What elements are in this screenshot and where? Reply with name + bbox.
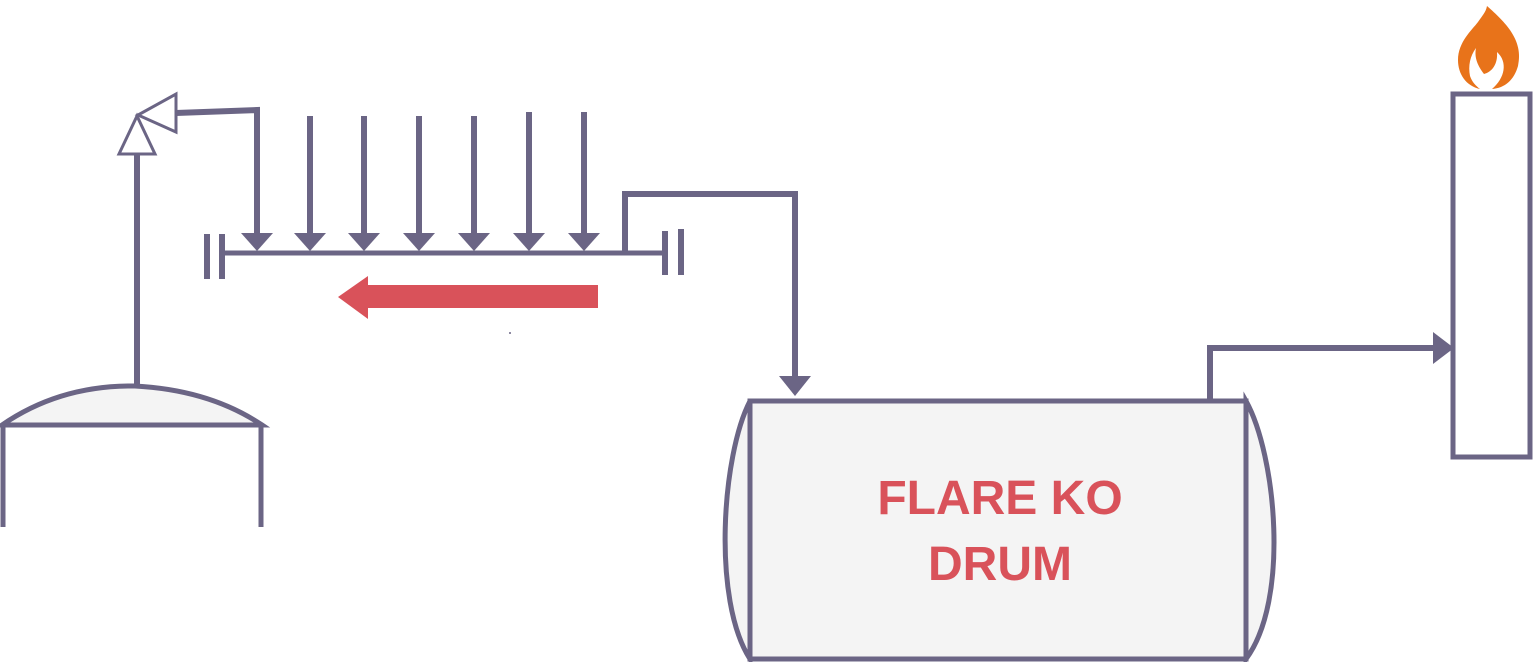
blind-flange-right [662, 229, 684, 275]
arrowhead [779, 376, 811, 396]
flame-icon [1458, 6, 1520, 89]
drum-label-line1: FLARE KO [877, 472, 1122, 525]
header-to-drum-pipe [622, 191, 798, 378]
dot [509, 332, 511, 334]
drum-left-head [722, 399, 753, 662]
blind-flange-left [204, 234, 225, 279]
drum-to-stack-pipe [1207, 345, 1435, 400]
arrowhead [568, 233, 600, 251]
arrowhead [513, 233, 545, 251]
tank-roof [0, 383, 271, 428]
valve-outlet-pipe [175, 106, 260, 235]
arrowhead [348, 233, 380, 251]
header-inlets [294, 112, 600, 251]
drum-right-head [1243, 391, 1277, 662]
flow-direction-arrow [338, 276, 598, 319]
relief-valve-icon [116, 91, 178, 156]
storage-tank [0, 383, 271, 527]
arrowhead [458, 233, 490, 251]
drum-label-line2: DRUM [928, 538, 1072, 591]
arrowhead [241, 233, 273, 251]
arrowhead [403, 233, 435, 251]
arrowhead [1433, 332, 1454, 364]
drum-body [747, 398, 1249, 662]
arrowhead [294, 233, 326, 251]
flare-stack [1450, 91, 1533, 460]
flare-ko-drum: FLARE KO DRUM [722, 391, 1277, 662]
